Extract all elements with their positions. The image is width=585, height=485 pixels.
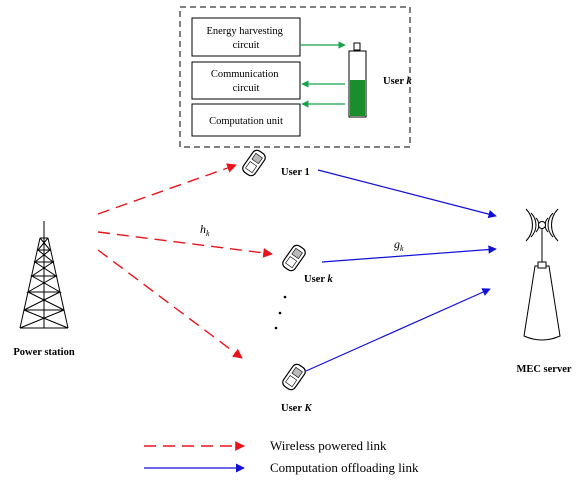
user-detail-frame [179,6,411,148]
user-k-device-icon [282,244,306,272]
energy-harvesting-line1: Energy harvesting [206,26,283,37]
user-ellipsis [274,295,287,330]
mec-server-label: MEC server [516,364,571,375]
legend-wireless-label: Wireless powered link [270,438,387,453]
power-station-icon [19,221,69,329]
battery-icon [348,42,367,118]
energy-harvesting-line2: circuit [233,40,260,51]
communication-box [191,61,301,100]
wireless-link-user-1 [97,163,237,215]
user-detail-label: User k [383,76,412,87]
user-1-device-icon [242,149,266,177]
svg-text:Energy harvesting circui: Energy harvesting circuit [206,26,285,51]
communication-line1: Communication [211,69,279,80]
svg-text:Computation unit: Computation unit [209,116,283,127]
offloading-link-user-K [305,288,491,372]
legend: Wireless powered link Computation offloa… [144,438,419,475]
offloading-link-user-1 [317,169,497,219]
wireless-link-user-K [97,249,243,359]
energy-harvesting-box [191,17,301,57]
legend-offloading-label: Computation offloading link [270,460,419,475]
user-detail-panel: Energy harvesting circuit Communication … [179,6,412,148]
user-K-label: User K [281,403,312,414]
offloading-link-user-k [321,245,497,263]
mec-server-icon [523,208,561,341]
svg-text:Communication circuit: Communication circuit [211,69,281,94]
power-station-label: Power station [13,347,74,358]
user-K-device-icon [282,363,306,391]
channel-h-label: hk [200,222,210,238]
computation-line1: Computation unit [209,116,283,127]
user-k-label: User k [304,274,333,285]
channel-g-label: gk [394,237,404,253]
user-1-label: User 1 [281,167,310,178]
wireless-link-user-k [97,231,273,258]
communication-line2: circuit [233,83,260,94]
computation-box [191,103,301,137]
